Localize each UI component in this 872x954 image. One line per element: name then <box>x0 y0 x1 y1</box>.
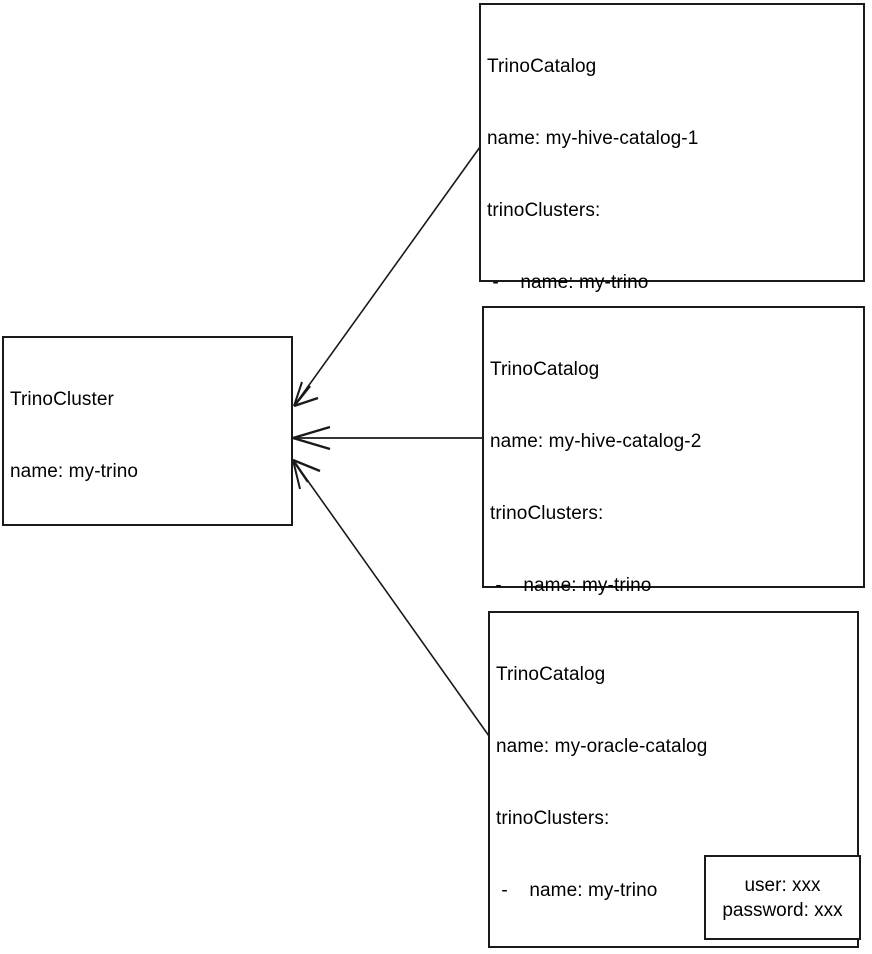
edge-catalog-3-to-cluster <box>292 458 490 737</box>
catalog-3-line-1: name: my-oracle-catalog <box>496 736 708 757</box>
secret-line-password: password: xxx <box>722 899 843 921</box>
catalog-2-line-0: TrinoCatalog <box>490 359 600 380</box>
trino-catalog-3-text: TrinoCatalog name: my-oracle-catalog tri… <box>496 615 853 954</box>
catalog-1-line-0: TrinoCatalog <box>487 56 597 77</box>
trino-catalog-node-my-hive-catalog-1[interactable]: TrinoCatalog name: my-hive-catalog-1 tri… <box>479 3 865 653</box>
trino-catalog-node-my-hive-catalog-2[interactable]: TrinoCatalog name: my-hive-catalog-2 tri… <box>482 306 865 884</box>
catalog-1-line-2: trinoClusters: <box>487 200 601 221</box>
trino-cluster-line-0: TrinoCluster <box>10 389 114 410</box>
trino-catalog-node-my-oracle-catalog[interactable]: TrinoCatalog name: my-oracle-catalog tri… <box>488 611 861 954</box>
secret-line-user: user: xxx <box>744 874 821 896</box>
catalog-3-line-2: trinoClusters: <box>496 808 610 829</box>
catalog-2-line-2: trinoClusters: <box>490 503 604 524</box>
trino-cluster-node[interactable]: TrinoCluster name: my-trino <box>2 336 293 526</box>
catalog-3-line-0: TrinoCatalog <box>496 664 606 685</box>
trino-cluster-line-1: name: my-trino <box>10 461 139 482</box>
edge-catalog-1-to-cluster <box>293 146 481 408</box>
edge-catalog-2-to-cluster <box>292 425 482 451</box>
catalog-3-line-3: - name: my-trino <box>496 880 658 901</box>
catalog-3-line-4: oracle: <box>496 951 853 954</box>
secret-node[interactable]: user: xxx password: xxx <box>704 855 861 940</box>
catalog-2-line-1: name: my-hive-catalog-2 <box>490 431 702 452</box>
trino-cluster-node-text: TrinoCluster name: my-trino <box>10 340 287 532</box>
catalog-2-line-3: - name: my-trino <box>490 575 652 596</box>
catalog-1-line-3: - name: my-trino <box>487 272 649 293</box>
catalog-1-line-1: name: my-hive-catalog-1 <box>487 128 699 149</box>
